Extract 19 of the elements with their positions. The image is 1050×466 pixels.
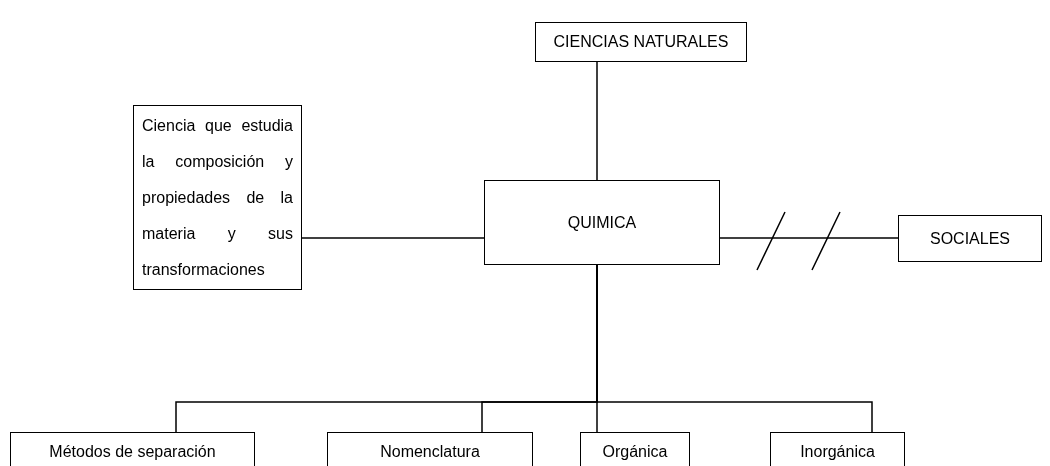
concept-box <box>770 432 905 466</box>
concept-box <box>133 105 302 290</box>
concept-box <box>10 432 255 466</box>
concept-box <box>580 432 690 466</box>
connector-line <box>301 237 485 239</box>
concept-box <box>535 22 747 62</box>
concept-text: Métodos de separación <box>49 442 216 462</box>
concept-text: CIENCIAS NATURALES <box>553 32 729 52</box>
concept-text: SOCIALES <box>930 228 1010 249</box>
concept-text: QUIMICA <box>567 212 637 233</box>
concept-text: Orgánica <box>602 442 668 462</box>
concept-text: Ciencia que estudia la composición y propiedades de la materia y sus transformaciones <box>142 115 293 280</box>
concept-box <box>898 215 1042 262</box>
connector-line <box>596 61 598 181</box>
concept-box <box>327 432 533 466</box>
concept-text: Inorgánica <box>800 442 875 462</box>
concept-text: Nomenclatura <box>380 442 480 462</box>
concept-box <box>484 180 720 265</box>
connector-line <box>719 237 899 239</box>
